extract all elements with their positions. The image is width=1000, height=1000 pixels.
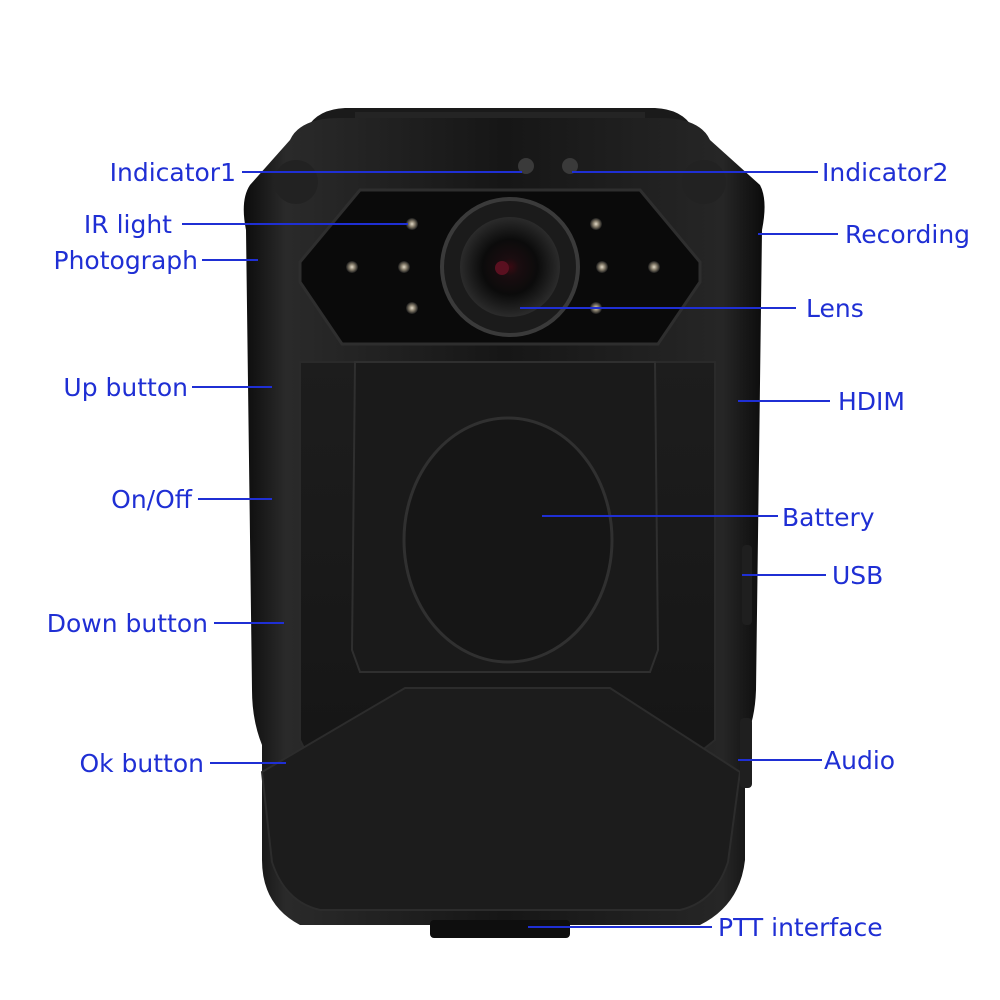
lens-center: [495, 261, 509, 275]
lower-grip-panel: [260, 687, 742, 911]
ir-led: [596, 261, 608, 273]
label-photograph: Photograph: [54, 246, 199, 275]
label-ok-button: Ok button: [79, 749, 204, 778]
label-down-button: Down button: [47, 609, 208, 638]
ir-led: [406, 218, 418, 230]
battery-oval-recess: [402, 416, 614, 664]
corner-bumper-right: [682, 160, 726, 204]
lens-glass: [460, 217, 560, 317]
camera-device: [243, 108, 765, 938]
label-ptt-interface: PTT interface: [718, 913, 883, 942]
ptt-interface-shape: [430, 920, 570, 938]
label-lens: Lens: [806, 294, 864, 323]
ir-led: [346, 261, 358, 273]
indicator2-led: [562, 158, 578, 174]
label-audio: Audio: [824, 746, 895, 775]
ir-led: [590, 218, 602, 230]
ir-led: [398, 261, 410, 273]
label-ir-light: IR light: [84, 210, 172, 239]
ir-led: [406, 302, 418, 314]
label-hdim: HDIM: [838, 387, 905, 416]
label-battery: Battery: [782, 503, 875, 532]
usb-port-shape: [742, 545, 752, 625]
label-usb: USB: [832, 561, 883, 590]
label-recording: Recording: [845, 220, 970, 249]
ir-led: [648, 261, 660, 273]
audio-port-shape: [740, 718, 752, 788]
corner-bumper-left: [274, 160, 318, 204]
leader-lines: [182, 171, 838, 928]
label-indicator2: Indicator2: [822, 158, 948, 187]
ir-led-group: [346, 218, 660, 314]
label-indicator1: Indicator1: [110, 158, 236, 187]
label-on-off: On/Off: [111, 485, 193, 514]
indicator1-led: [518, 158, 534, 174]
callout-labels: Indicator1 Indicator2 IR light Recording…: [47, 158, 970, 942]
label-up-button: Up button: [63, 373, 188, 402]
